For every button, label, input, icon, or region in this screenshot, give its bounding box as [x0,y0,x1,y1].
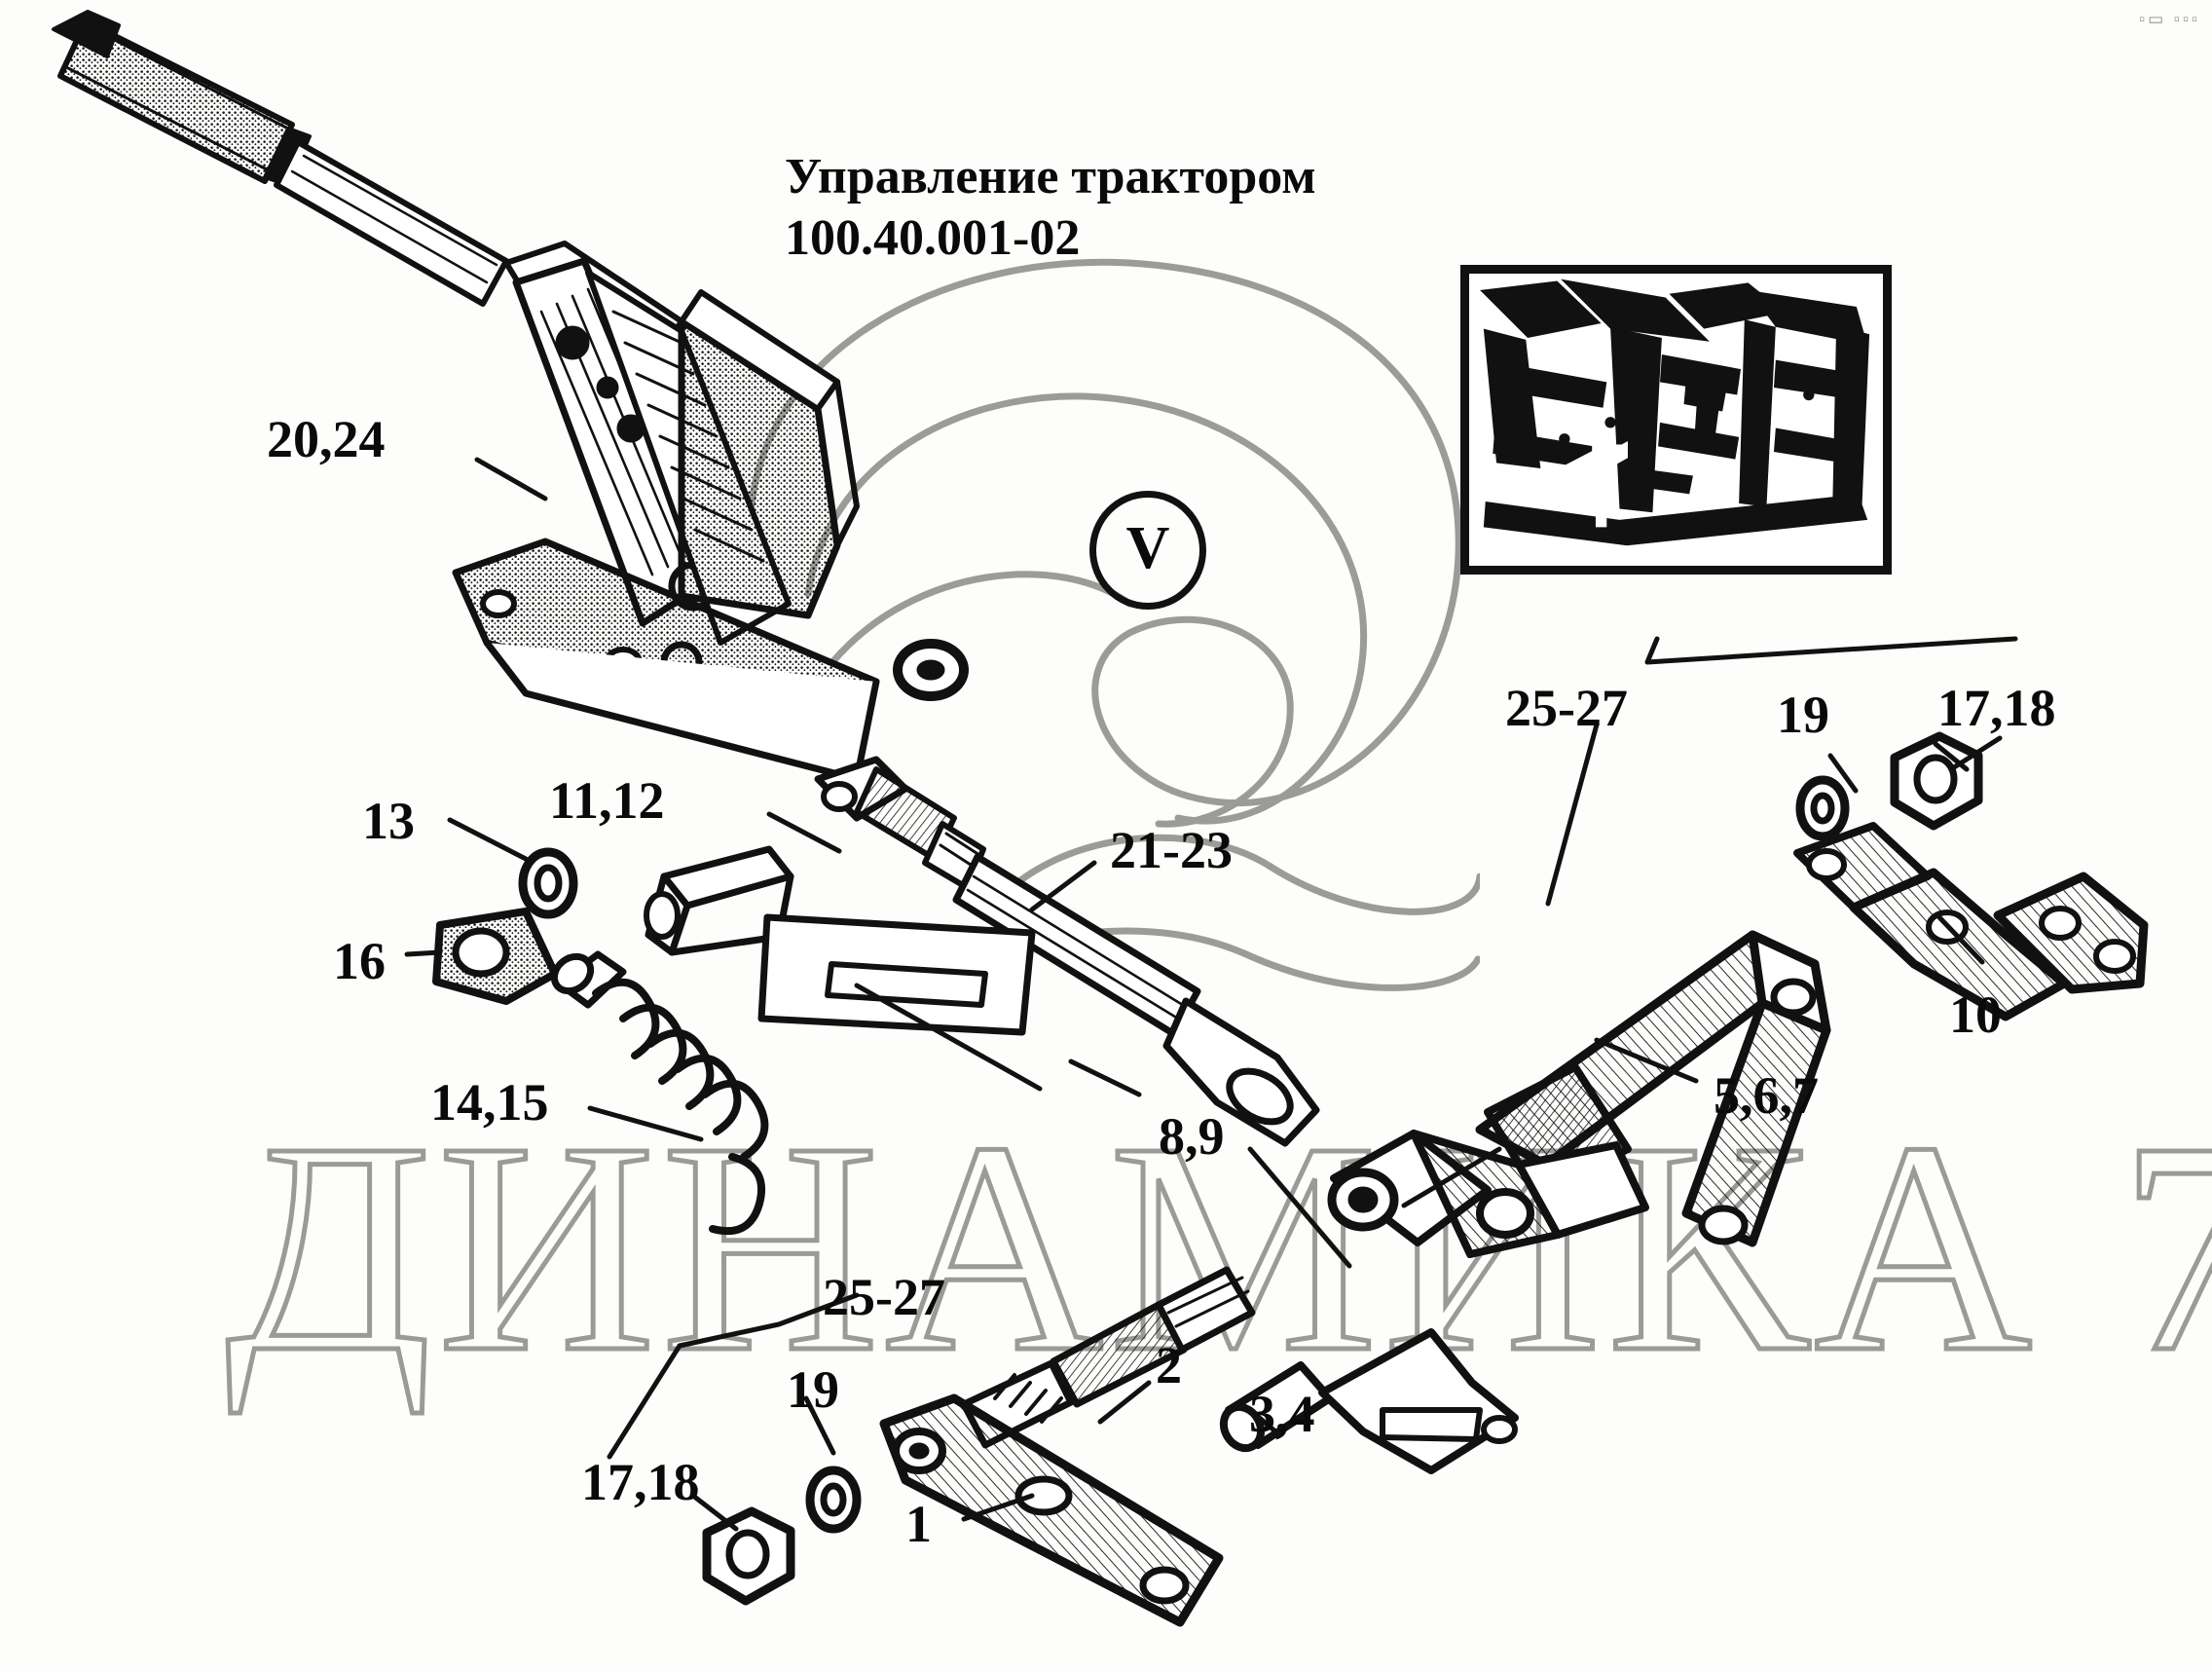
part-yoke-8-9 [1327,1130,1649,1258]
part-bracket-11-12 [644,845,794,956]
callout-20-24[interactable]: 20,24 [267,410,386,468]
corner-artifact-mark: ▫▭ ▫▫▫ [2139,10,2200,28]
part-lever-arm-10 [1793,822,2149,1021]
callout-16[interactable]: 16 [333,932,386,990]
part-link-plate-2 [1318,1328,1519,1474]
part-nut-17-18-right [1890,731,1983,831]
callout-25-27-upper[interactable]: 25-27 [1505,679,1628,737]
callout-10[interactable]: 10 [1949,985,2002,1044]
page-title: Управление трактором 100.40.001-02 [785,146,1466,270]
tractor-frame-photo [1472,274,1880,566]
part-washer-19-right [1795,775,1850,841]
title-line-1: Управление трактором [785,149,1316,204]
callout-3-4[interactable]: 3,4 [1249,1385,1315,1443]
callout-17-18-right[interactable]: 17,18 [1937,679,2056,737]
callout-19-right[interactable]: 19 [1777,686,1829,744]
callout-1[interactable]: 1 [905,1495,932,1553]
callout-11-12[interactable]: 11,12 [549,771,665,830]
part-washer-13 [518,847,578,919]
part-washer-upper [893,639,969,701]
part-spring-14-15 [550,950,769,1236]
inset-photo-frame[interactable] [1460,265,1892,575]
callout-13[interactable]: 13 [362,792,415,850]
part-washer-19-lower [805,1466,862,1534]
callout-19-lower[interactable]: 19 [787,1360,839,1419]
part-bushing-16 [432,908,559,1005]
photo-callout-arrow [1558,440,1628,528]
callout-2[interactable]: 2 [1156,1336,1182,1394]
callout-17-18-lower[interactable]: 17,18 [581,1453,700,1511]
part-adjuster-25-27 [960,1266,1256,1449]
part-flat-plate [757,913,1036,1036]
part-lever-rod [274,139,509,307]
callout-14-15[interactable]: 14,15 [430,1073,549,1132]
callout-5-6-7[interactable]: 5,6,7 [1714,1066,1819,1125]
part-lever-grip [52,10,312,187]
view-marker-v[interactable]: V [1089,491,1206,610]
callout-25-27-lower[interactable]: 25-27 [823,1268,945,1326]
view-marker-label: V [1125,515,1170,581]
title-line-2: 100.40.001-02 [785,210,1081,267]
part-lower-lever-1 [879,1393,1224,1627]
callout-8-9[interactable]: 8,9 [1159,1107,1225,1166]
callout-21-23[interactable]: 21-23 [1110,821,1233,879]
part-nut-17-18-lower [702,1506,795,1606]
part-lever-bracket [452,241,880,783]
